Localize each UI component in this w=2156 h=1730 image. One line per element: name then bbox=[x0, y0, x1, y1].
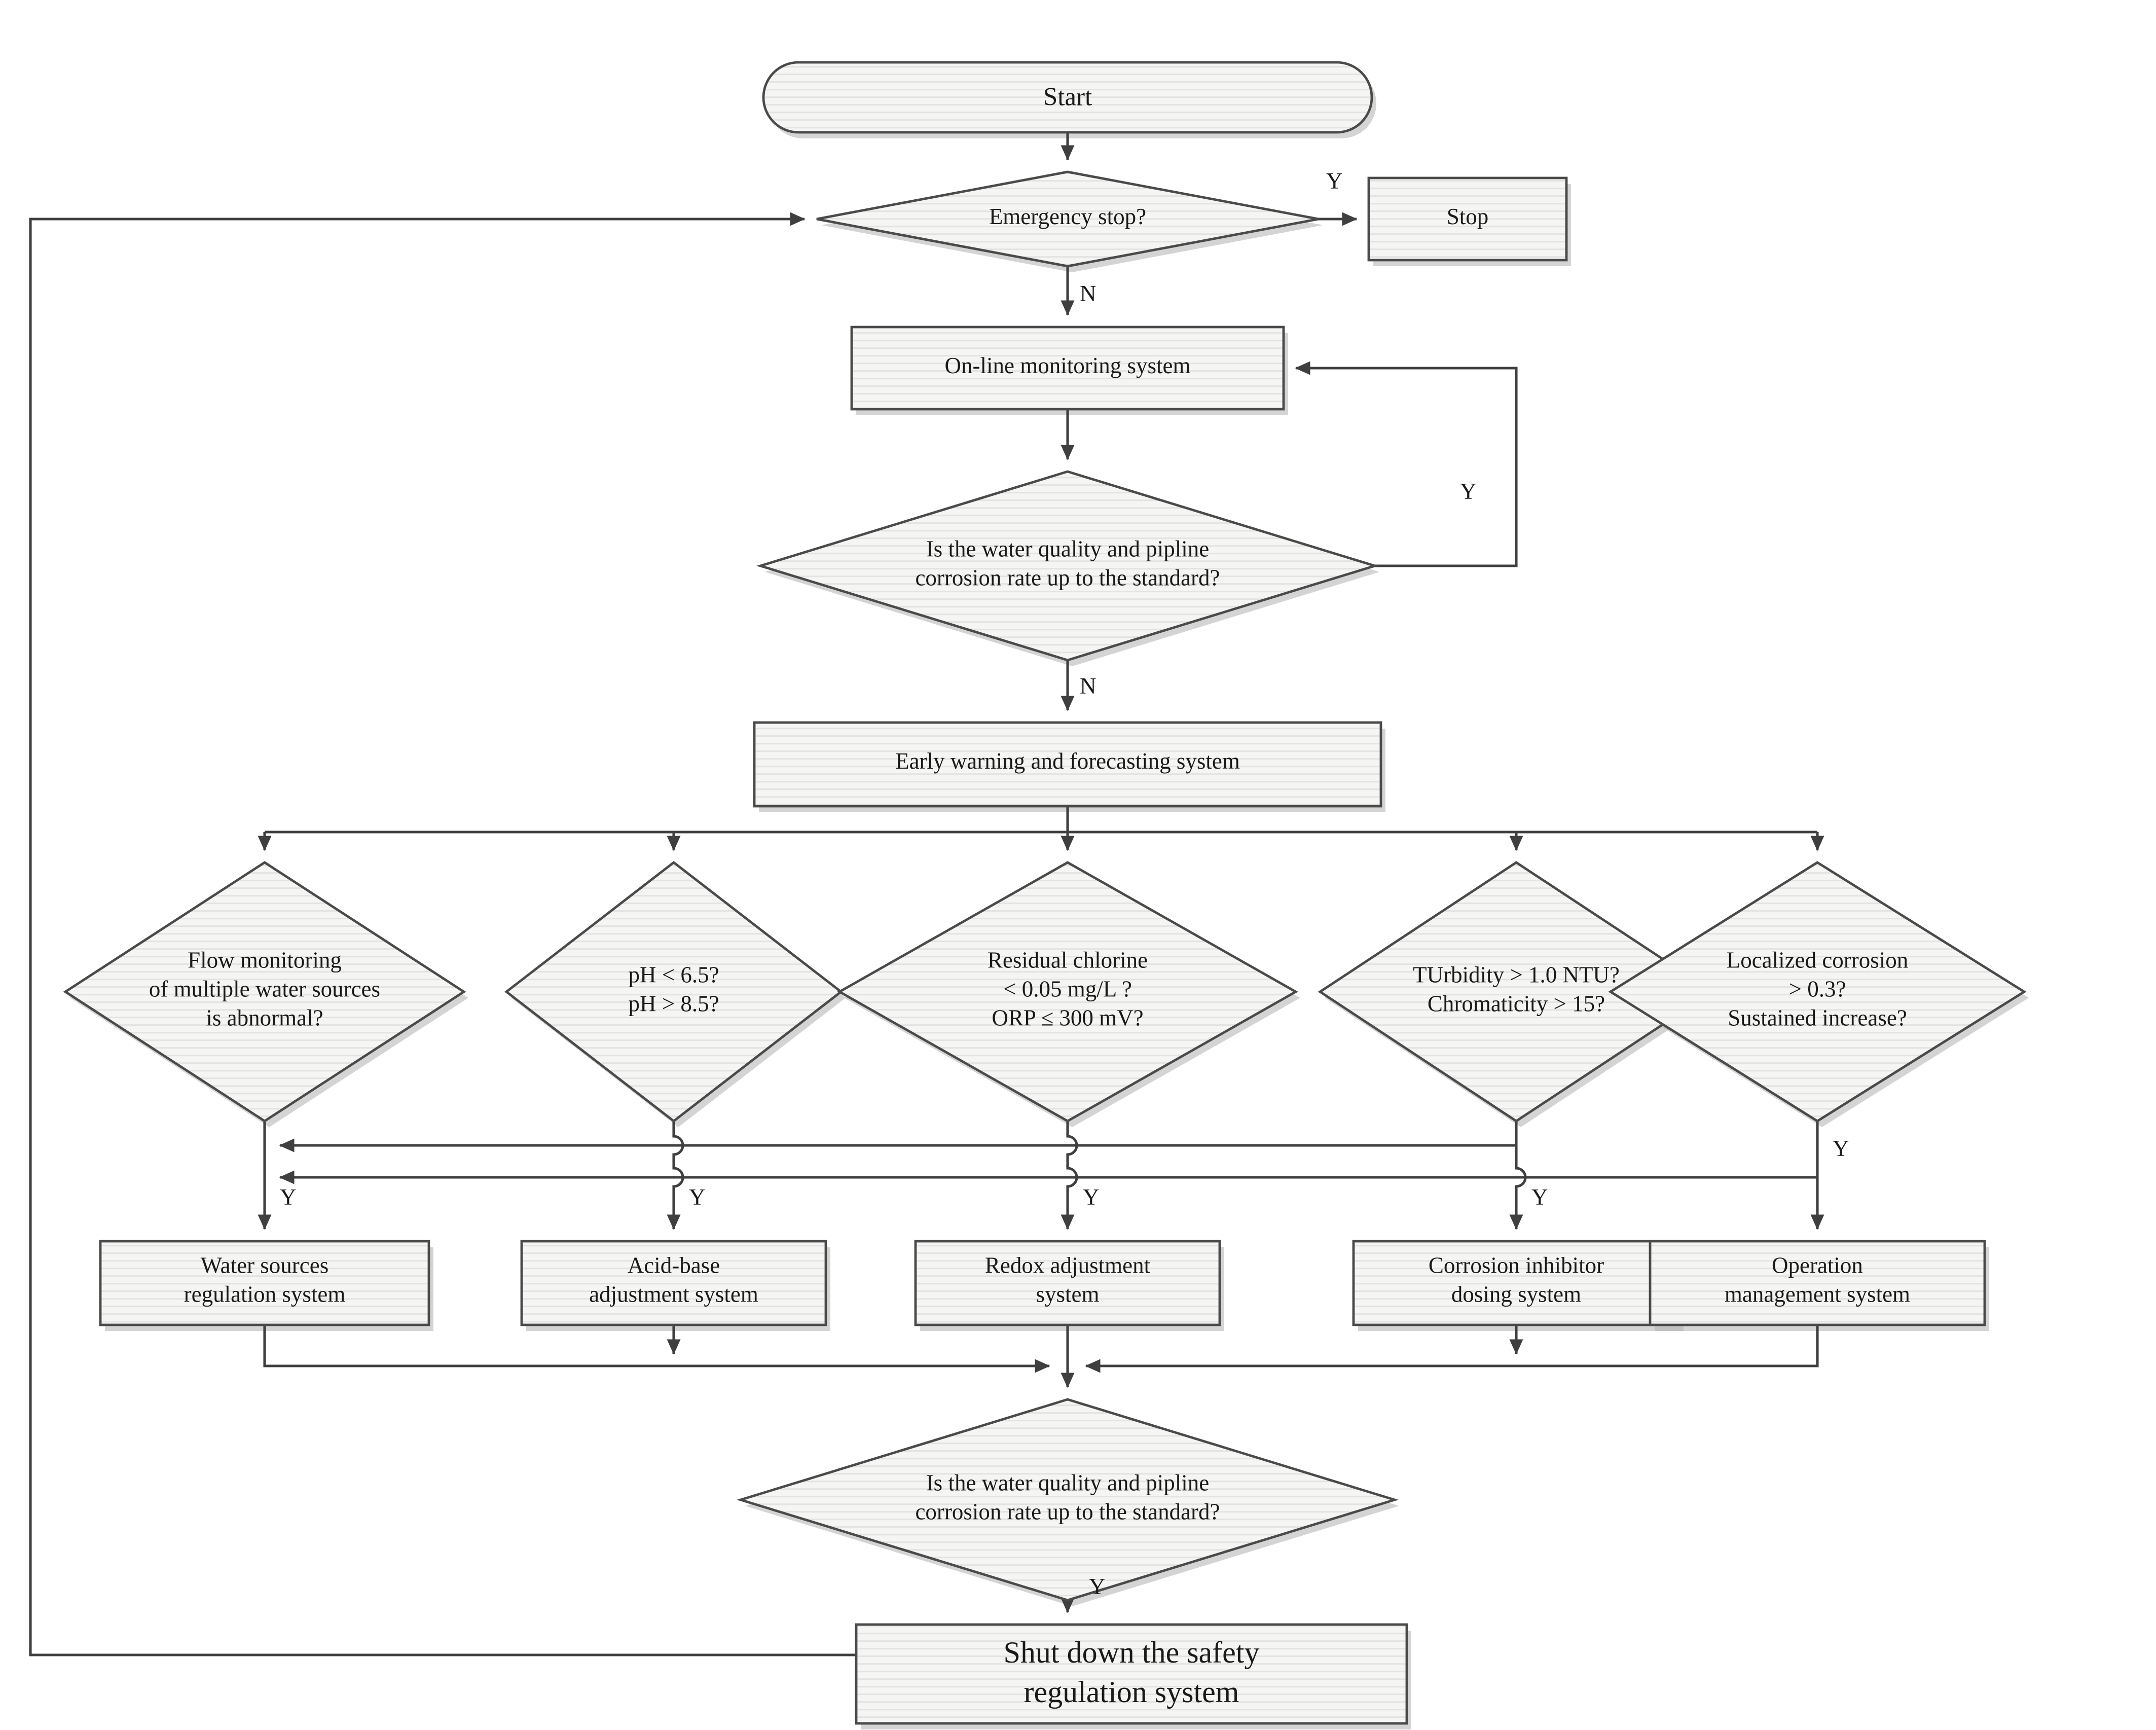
operation-management-label: Operation management system bbox=[1724, 1254, 1911, 1308]
edge-label-d5-yes: Y bbox=[1833, 1138, 1849, 1162]
shutdown-label: Shut down the safety regulation system bbox=[1003, 1637, 1260, 1710]
stop-label: Stop bbox=[1446, 206, 1489, 231]
start-label: Start bbox=[1043, 82, 1092, 112]
online-monitoring-label: On-line monitoring system bbox=[944, 355, 1191, 380]
connector-d4-to-box4 bbox=[1509, 1121, 1527, 1230]
standard-check-2-label: Is the water quality and pipline corrosi… bbox=[915, 1472, 1220, 1526]
online-monitoring-process bbox=[850, 326, 1285, 411]
edge-label-d1-yes: Y bbox=[280, 1186, 297, 1211]
edge-label-check1-no: N bbox=[1080, 675, 1097, 700]
connector-check1-loop-to-monitoring bbox=[1295, 361, 1518, 567]
redox-label: Redox adjustment system bbox=[984, 1254, 1151, 1308]
water-sources-box bbox=[99, 1240, 430, 1326]
residual-chlorine-label: Residual chlorine < 0.05 mg/L ? ORP ≤ 30… bbox=[987, 949, 1148, 1032]
edge-label-check2-yes: Y bbox=[1089, 1576, 1106, 1600]
connector-d3-to-box3 bbox=[1061, 1121, 1078, 1230]
edge-label-d2-yes: Y bbox=[689, 1186, 706, 1211]
stop-node bbox=[1367, 176, 1568, 262]
edge-label-check1-yes: Y bbox=[1460, 481, 1477, 505]
flow-monitoring-label: Flow monitoring of multiple water source… bbox=[149, 949, 381, 1032]
connector-box1-to-converge bbox=[263, 1325, 1050, 1373]
start-node bbox=[762, 61, 1373, 134]
acid-base-box bbox=[520, 1240, 827, 1326]
turbidity-label: TUrbidity > 1.0 NTU? Chromaticity > 15? bbox=[1413, 964, 1620, 1018]
connector-box5-to-converge bbox=[1085, 1325, 1819, 1373]
early-warning-label: Early warning and forecasting system bbox=[895, 750, 1240, 775]
shutdown-box bbox=[855, 1623, 1408, 1725]
emergency-stop-decision bbox=[816, 170, 1319, 268]
ph-label: pH < 6.5? pH > 8.5? bbox=[628, 964, 719, 1018]
acid-base-label: Acid-base adjustment system bbox=[589, 1254, 758, 1308]
residual-chlorine-decision bbox=[837, 861, 1298, 1123]
localized-corrosion-label: Localized corrosion > 0.3? Sustained inc… bbox=[1726, 949, 1909, 1032]
standard-check-1-label: Is the water quality and pipline corrosi… bbox=[915, 538, 1220, 592]
ph-decision bbox=[504, 860, 843, 1123]
emergency-stop-label: Emergency stop? bbox=[989, 206, 1147, 231]
edge-label-d4-yes: Y bbox=[1531, 1186, 1548, 1211]
standard-check-2-decision bbox=[736, 1398, 1399, 1602]
water-sources-label: Water sources regulation system bbox=[184, 1254, 346, 1308]
connectors bbox=[29, 132, 1824, 1656]
turbidity-decision bbox=[1318, 861, 1715, 1123]
nodes bbox=[63, 61, 2027, 1725]
edge-label-d3-yes: Y bbox=[1083, 1186, 1100, 1211]
early-warning-process bbox=[753, 721, 1382, 808]
connector-d2-to-box2 bbox=[667, 1121, 684, 1230]
feedback-shutdown-to-emergency bbox=[29, 212, 856, 1656]
edge-label-emergency-no: N bbox=[1080, 283, 1097, 307]
localized-corrosion-decision bbox=[1608, 861, 2027, 1123]
operation-management-box bbox=[1649, 1240, 1986, 1326]
edge-label-emergency-yes: Y bbox=[1326, 170, 1343, 195]
flow-monitoring-decision bbox=[63, 861, 466, 1123]
corrosion-inhibitor-label: Corrosion inhibitor dosing system bbox=[1428, 1254, 1604, 1308]
redox-box bbox=[914, 1240, 1221, 1326]
corrosion-inhibitor-box bbox=[1352, 1240, 1680, 1326]
standard-check-1-decision bbox=[756, 470, 1379, 662]
